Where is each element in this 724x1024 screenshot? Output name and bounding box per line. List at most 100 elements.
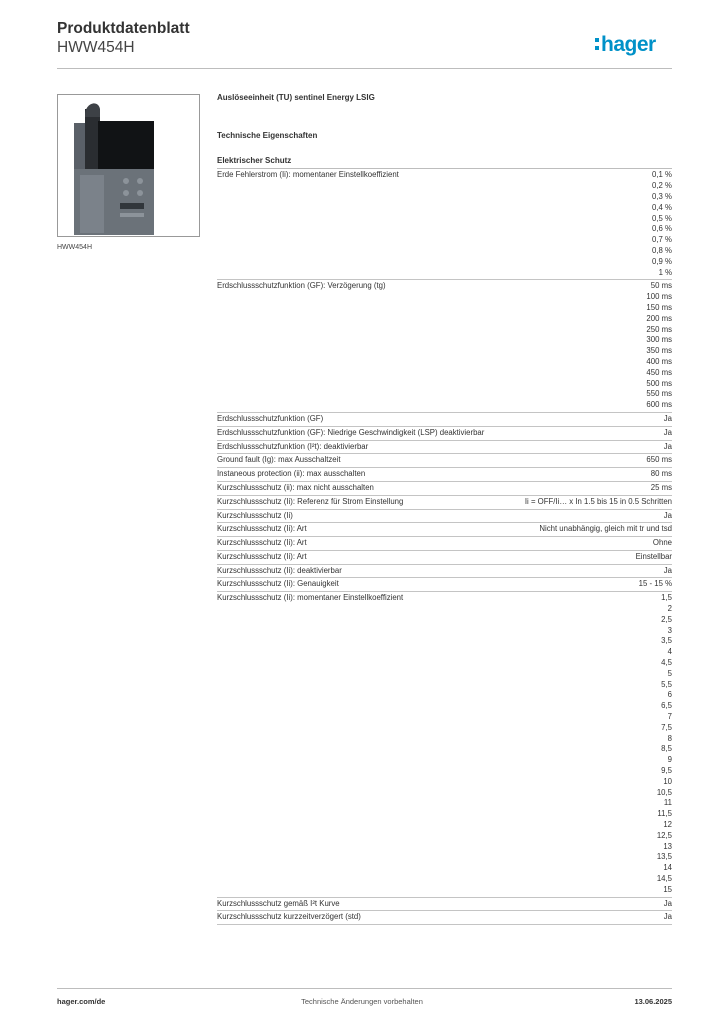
spec-value: 0,1 % bbox=[652, 170, 672, 180]
spec-label: Erdschlussschutzfunktion (GF): Niedrige … bbox=[217, 427, 485, 437]
product-code: HWW454H bbox=[57, 39, 135, 56]
hager-logo: hager bbox=[595, 33, 657, 56]
spec-value: 100 ms bbox=[646, 292, 672, 302]
spec-values: Ii = OFF/Ii… x In 1.5 bis 15 in 0.5 Schr… bbox=[507, 497, 672, 508]
spec-value: 250 ms bbox=[646, 324, 672, 334]
spec-value: 450 ms bbox=[646, 367, 672, 377]
spec-value: 0,6 % bbox=[652, 224, 672, 234]
spec-value: Ohne bbox=[652, 538, 672, 548]
spec-row: Kurzschlussschutz (Ii): Referenz für Str… bbox=[217, 496, 672, 510]
spec-value: 9 bbox=[667, 755, 672, 765]
spec-value: Ja bbox=[663, 441, 672, 451]
spec-value: 12,5 bbox=[656, 830, 672, 840]
spec-label: Kurzschlussschutz kurzzeitverzögert (std… bbox=[217, 912, 361, 922]
spec-value: 0,3 % bbox=[652, 191, 672, 201]
spec-value: 6,5 bbox=[661, 701, 672, 711]
spec-label: Kurzschlussschutz (Ii): Art bbox=[217, 551, 307, 561]
spec-value: Ja bbox=[663, 565, 672, 575]
spec-value: 9,5 bbox=[661, 766, 672, 776]
spec-row: Kurzschlussschutz (Ii): Art Nicht unabhän… bbox=[217, 523, 672, 538]
spec-value: 7,5 bbox=[661, 722, 672, 732]
spec-values: 0,1 %0,2 %0,3 %0,4 %0,5 %0,6 %0,7 %0,8 %… bbox=[507, 170, 672, 278]
spec-label: Kurzschlussschutz (Ii) bbox=[217, 510, 293, 520]
spec-label: Kurzschlussschutz gemäß I²t Kurve bbox=[217, 898, 340, 908]
spec-value: 600 ms bbox=[646, 400, 672, 410]
spec-label: Erdschlussschutzfunktion (GF) bbox=[217, 413, 324, 423]
spec-values: 25 ms bbox=[507, 483, 672, 494]
spec-row: Erdschlussschutzfunktion (GF): Niedrige … bbox=[217, 427, 672, 441]
spec-label: Kurzschlussschutz (ii): max nicht aussch… bbox=[217, 482, 374, 492]
spec-value: 650 ms bbox=[646, 455, 672, 465]
footer-divider bbox=[57, 988, 672, 989]
spec-value: 3 bbox=[667, 625, 672, 635]
image-caption: HWW454H bbox=[57, 244, 93, 251]
spec-value: 15 - 15 % bbox=[638, 579, 672, 589]
spec-value: 300 ms bbox=[646, 335, 672, 345]
spec-value: 8,5 bbox=[661, 744, 672, 754]
spec-label: Erde Fehlerstrom (Ii): momentaner Einste… bbox=[217, 170, 399, 180]
spec-value: Ja bbox=[663, 427, 672, 437]
spec-table: Erde Fehlerstrom (Ii): momentaner Einste… bbox=[217, 168, 672, 926]
spec-value: 13,5 bbox=[656, 852, 672, 862]
trip-unit-illustration bbox=[74, 103, 154, 235]
spec-value: 11 bbox=[663, 798, 672, 808]
spec-row: Kurzschlussschutz (ii): max nicht aussch… bbox=[217, 482, 672, 496]
spec-values: Einstellbar bbox=[507, 552, 672, 563]
spec-value: 1,5 bbox=[661, 593, 672, 603]
footer-date: 13.06.2025 bbox=[634, 997, 672, 1006]
spec-values: Ja bbox=[507, 511, 672, 522]
spec-value: 8 bbox=[667, 733, 672, 743]
spec-value: 5,5 bbox=[661, 679, 672, 689]
spec-row: Erdschlussschutzfunktion (GF) Ja bbox=[217, 413, 672, 427]
spec-row: Kurzschlussschutz (Ii): Art Einstellbar bbox=[217, 551, 672, 565]
spec-value: 4 bbox=[667, 647, 672, 657]
spec-value: 0,5 % bbox=[652, 213, 672, 223]
spec-values: Ja bbox=[507, 442, 672, 453]
group-title: Elektrischer Schutz bbox=[217, 155, 292, 165]
spec-value: Ii = OFF/Ii… x In 1.5 bis 15 in 0.5 Schr… bbox=[524, 496, 672, 506]
spec-value: 350 ms bbox=[646, 346, 672, 356]
spec-content: Auslöseeinheit (TU) sentinel Energy LSIG… bbox=[217, 93, 672, 926]
spec-values: Ja bbox=[507, 566, 672, 577]
header-divider bbox=[57, 68, 672, 69]
spec-value: Ja bbox=[663, 912, 672, 922]
spec-values: Ja bbox=[507, 899, 672, 910]
spec-label: Erdschlussschutzfunktion (GF): Verzögeru… bbox=[217, 281, 386, 291]
spec-value: Einstellbar bbox=[635, 551, 672, 561]
spec-value: 0,7 % bbox=[652, 235, 672, 245]
spec-value: 5 bbox=[667, 668, 672, 678]
spec-label: Kurzschlussschutz (Ii): Art bbox=[217, 524, 307, 534]
spec-value: 550 ms bbox=[646, 389, 672, 399]
spec-row: Kurzschlussschutz (Ii) Ja bbox=[217, 510, 672, 524]
spec-value: 0,2 % bbox=[652, 181, 672, 191]
spec-value: 1 % bbox=[658, 267, 672, 277]
product-name: Auslöseeinheit (TU) sentinel Energy LSIG bbox=[217, 93, 375, 102]
spec-values: Ja bbox=[507, 912, 672, 923]
spec-value: 15 bbox=[663, 884, 672, 894]
spec-row: Erdschlussschutzfunktion (GF): Verzögeru… bbox=[217, 280, 672, 413]
spec-row: Erdschlussschutzfunktion (I²t): deaktivi… bbox=[217, 441, 672, 455]
product-image bbox=[57, 94, 200, 237]
spec-values: Ja bbox=[507, 428, 672, 439]
spec-values: 15 - 15 % bbox=[507, 579, 672, 590]
spec-value: 10,5 bbox=[656, 787, 672, 797]
spec-value: 400 ms bbox=[646, 356, 672, 366]
spec-row: Instaneous protection (ii): max ausschal… bbox=[217, 468, 672, 482]
spec-label: Kurzschlussschutz (Ii): momentaner Einst… bbox=[217, 593, 404, 603]
spec-value: 4,5 bbox=[661, 658, 672, 668]
spec-values: 650 ms bbox=[507, 455, 672, 466]
footer-website[interactable]: hager.com/de bbox=[57, 997, 106, 1006]
svg-text:hager: hager bbox=[601, 33, 656, 56]
spec-values: Nicht unabhängig, gleich mit tr und tsd bbox=[507, 524, 672, 535]
spec-value: Ja bbox=[663, 413, 672, 423]
spec-value: 80 ms bbox=[650, 469, 672, 479]
spec-value: 12 bbox=[663, 820, 672, 830]
spec-value: 50 ms bbox=[650, 281, 672, 291]
spec-value: 14,5 bbox=[656, 874, 672, 883]
spec-value: 2,5 bbox=[661, 614, 672, 624]
